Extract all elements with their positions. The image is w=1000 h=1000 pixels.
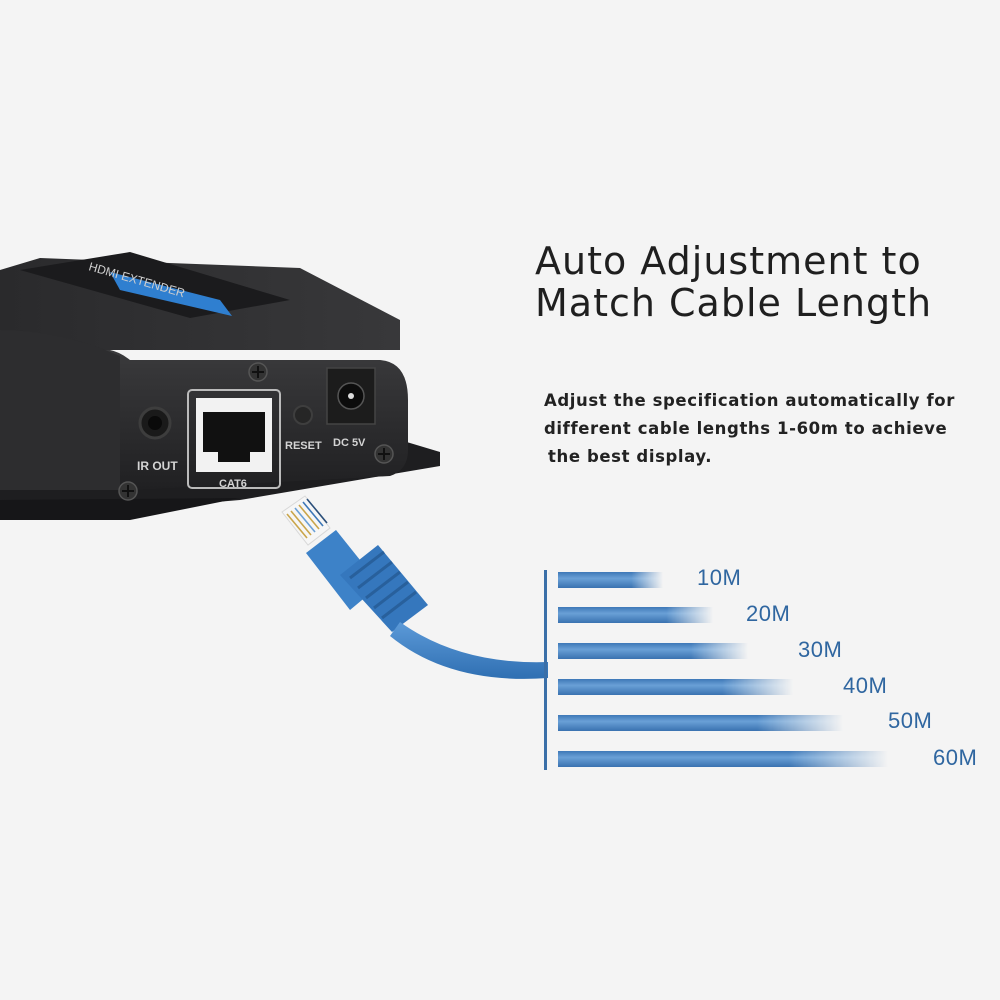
cable-length-bar: [558, 715, 843, 731]
blue-brand-stripe: [110, 272, 232, 316]
cat6-port-frame: [187, 389, 281, 489]
cable-length-bar: [558, 607, 713, 623]
cable-length-bar: [558, 679, 793, 695]
description-line-3: the best display.: [548, 447, 713, 466]
cable-length-label: 20M: [746, 601, 791, 626]
cable-length-label: 40M: [843, 673, 888, 698]
dc-5v-label: DC 5V: [333, 437, 366, 449]
cable-axis-line: [544, 570, 547, 770]
cable-length-label: 10M: [697, 565, 742, 590]
hdmi-extender-device-illustration: HDMI EXTENDER IR OUT CAT6 RESET DC 5V: [0, 252, 548, 679]
headline-line-1: Auto Adjustment to: [535, 239, 922, 283]
ir-out-label: IR OUT: [137, 459, 178, 473]
description-line-2: different cable lengths 1-60m to achieve: [544, 419, 948, 438]
cable-length-label: 50M: [888, 708, 933, 733]
cable-length-bar: [558, 751, 888, 767]
cable-length-bar: [558, 572, 663, 588]
cat6-label: CAT6: [219, 478, 247, 490]
ethernet-cable-icon: [281, 495, 548, 679]
reset-button: [293, 405, 313, 425]
headline-line-2: Match Cable Length: [535, 281, 933, 325]
headline: Auto Adjustment to Match Cable Length: [535, 240, 932, 324]
cable-length-bar: [558, 643, 748, 659]
cable-length-label: 60M: [933, 745, 978, 770]
reset-label: RESET: [285, 440, 322, 452]
feature-description: Adjust the specification automatically f…: [544, 387, 984, 471]
description-line-1: Adjust the specification automatically f…: [544, 391, 955, 410]
cable-length-label: 30M: [798, 637, 843, 662]
